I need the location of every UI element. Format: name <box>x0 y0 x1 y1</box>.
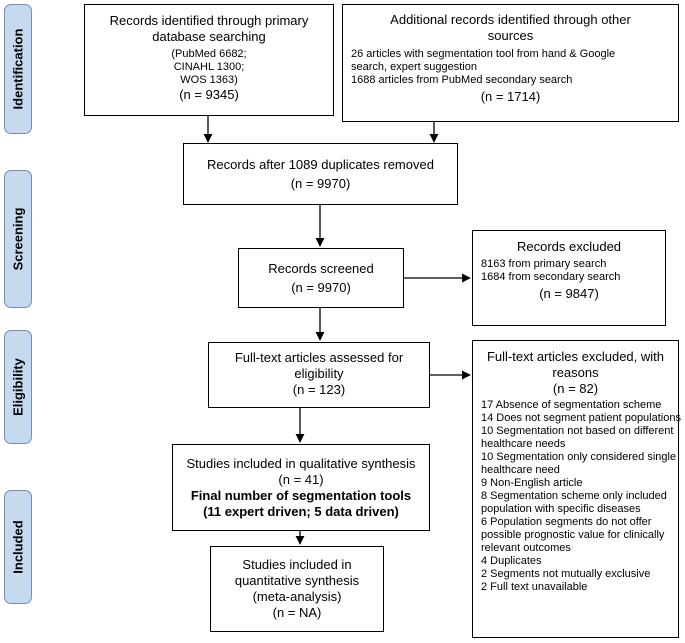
box-qualitative-synthesis: Studies included in qualitative synthesi… <box>172 444 430 531</box>
fulltext-title-2: eligibility <box>294 366 344 381</box>
reason-line: 14 Does not segment patient populations <box>481 412 681 424</box>
excluded-line-1: 8163 from primary search <box>481 258 607 270</box>
quantitative-title-1: Studies included in <box>242 557 352 572</box>
box-primary-records: Records identified through primary datab… <box>84 4 334 116</box>
phase-eligibility: Eligibility <box>4 330 32 444</box>
additional-title-1: Additional records identified through ot… <box>390 12 631 27</box>
reason-line: 4 Duplicates <box>481 555 542 567</box>
ftexcluded-title-1: Full-text articles excluded, with <box>486 349 664 364</box>
box-additional-records: Additional records identified through ot… <box>342 4 679 122</box>
ftexcluded-title-2: reasons <box>552 365 599 380</box>
qualitative-title: Studies included in qualitative synthesi… <box>186 456 416 471</box>
quantitative-count: (n = NA) <box>272 605 322 620</box>
primary-line-2: CINAHL 1300; <box>173 61 245 73</box>
reason-line: relevant outcomes <box>481 542 571 554</box>
qualitative-tools-breakdown: (11 expert driven; 5 data driven) <box>203 504 399 519</box>
reason-line: 17 Absence of segmentation scheme <box>481 399 662 411</box>
phase-identification: Identification <box>4 4 32 134</box>
duplicates-count: (n = 9970) <box>290 176 351 191</box>
additional-line-1: 26 articles with segmentation tool from … <box>351 48 616 60</box>
phase-included: Included <box>4 490 32 604</box>
quantitative-title-3: (meta-analysis) <box>252 589 342 604</box>
excluded-line-2: 1684 from secondary search <box>481 271 621 283</box>
primary-title-2: database searching <box>152 29 266 44</box>
reason-line: 8 Segmentation scheme only included <box>481 490 667 502</box>
reason-line: 10 Segmentation only considered single <box>481 451 677 463</box>
screened-title: Records screened <box>268 261 374 276</box>
reason-line: healthcare need <box>481 464 560 476</box>
reason-line: 10 Segmentation not based on different <box>481 425 674 437</box>
excluded-count: (n = 9847) <box>539 286 599 301</box>
excluded-title: Records excluded <box>516 239 622 254</box>
box-fulltext-assessed: Full-text articles assessed for eligibil… <box>208 342 430 408</box>
ftexcluded-count: (n = 82) <box>552 381 599 396</box>
reason-line: population with specific diseases <box>481 503 641 515</box>
fulltext-count: (n = 123) <box>292 382 346 397</box>
primary-line-3: WOS 1363) <box>180 74 238 86</box>
phase-eligibility-label: Eligibility <box>10 358 26 416</box>
reason-line: healthcare needs <box>481 438 566 450</box>
phase-screening: Screening <box>4 170 32 308</box>
fulltext-title-1: Full-text articles assessed for <box>234 350 404 365</box>
additional-count: (n = 1714) <box>480 89 541 104</box>
box-duplicates-removed: Records after 1089 duplicates removed (n… <box>183 143 458 205</box>
box-quantitative-synthesis: Studies included in quantitative synthes… <box>210 546 384 632</box>
phase-included-label: Included <box>10 520 26 574</box>
additional-line-2: search, expert suggestion <box>351 61 477 73</box>
reason-line: 9 Non-English article <box>481 477 583 489</box>
additional-line-3: 1688 articles from PubMed secondary sear… <box>351 74 573 86</box>
qualitative-final-tools: Final number of segmentation tools <box>190 488 412 503</box>
reason-line: 2 Full text unavailable <box>481 581 588 593</box>
primary-title-1: Records identified through primary <box>109 13 309 28</box>
reason-line: 2 Segments not mutually exclusive <box>481 568 651 580</box>
phase-screening-label: Screening <box>10 207 26 271</box>
primary-count: (n = 9345) <box>179 87 239 102</box>
screened-count: (n = 9970) <box>291 280 351 295</box>
primary-line-1: (PubMed 6682; <box>171 48 247 60</box>
quantitative-title-2: quantitative synthesis <box>234 573 360 588</box>
reason-line: 6 Population segments do not offer <box>481 516 652 528</box>
duplicates-title: Records after 1089 duplicates removed <box>207 157 434 172</box>
box-fulltext-excluded: Full-text articles excluded, with reason… <box>472 340 681 638</box>
reason-line: possible prognostic value for clinically <box>481 529 665 541</box>
qualitative-count: (n = 41) <box>278 472 324 487</box>
additional-title-2: sources <box>487 28 534 43</box>
box-records-screened: Records screened (n = 9970) <box>238 248 404 308</box>
phase-identification-label: Identification <box>10 28 26 110</box>
ftexcluded-reason-list: 17 Absence of segmentation scheme 14 Doe… <box>473 399 681 594</box>
box-records-excluded: Records excluded 8163 from primary searc… <box>472 230 666 326</box>
